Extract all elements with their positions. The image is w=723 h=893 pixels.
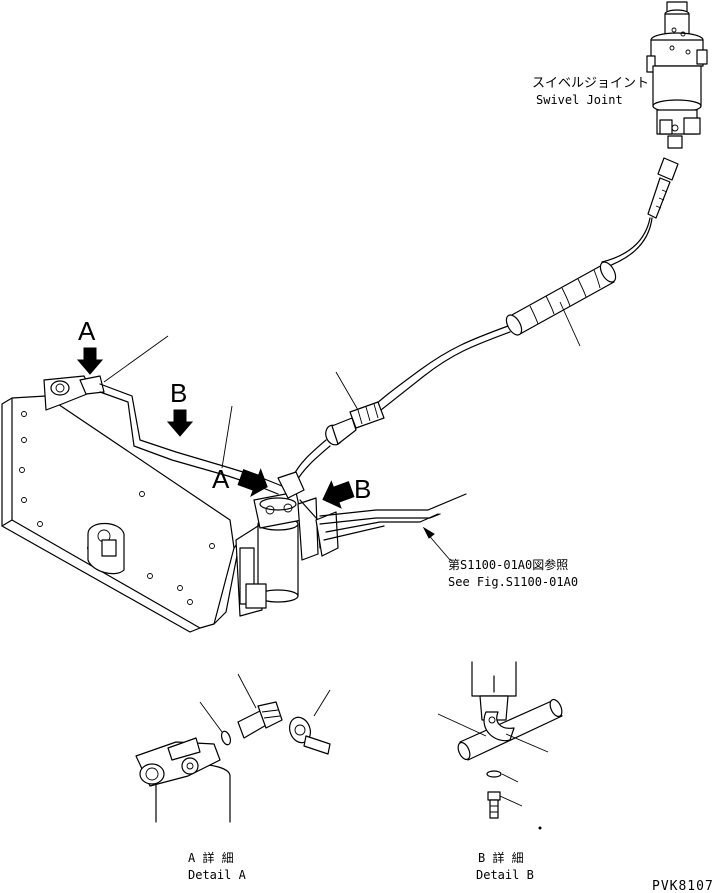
leader-pipe-a (103, 335, 169, 383)
mounting-plate (1, 395, 241, 633)
marker-b-top: B (166, 378, 194, 437)
marker-a-mid: A (212, 464, 268, 497)
see-fig-label-jp: 第S1100-01A0図参照 (448, 557, 568, 572)
marker-b-mid-label: B (354, 474, 371, 504)
swivel-joint-label-jp: スイベルジョイント (532, 76, 649, 91)
marker-a-top: A (76, 316, 104, 375)
hose-fitting-lower (325, 401, 385, 446)
marker-a-top-label: A (78, 316, 96, 346)
detail-b-title-jp: B 詳 細 (478, 850, 524, 865)
leader-pipe-b (221, 405, 233, 469)
hose-fitting-upper (647, 157, 679, 219)
part-code: PVK8107 (652, 879, 714, 893)
detail-b (437, 661, 563, 830)
side-pipe (319, 493, 467, 541)
bracket-a (43, 375, 105, 411)
detail-a (135, 673, 331, 823)
spiral-sleeve (505, 261, 617, 336)
leader-sleeve (559, 301, 581, 347)
valve-assembly (235, 471, 339, 617)
swivel-joint-label-en: Swivel Joint (536, 93, 623, 107)
see-fig-label-en: See Fig.S1100-01A0 (448, 575, 578, 589)
hose-main (603, 217, 653, 269)
marker-b-mid: B (322, 474, 371, 509)
marker-b-top-label: B (170, 378, 187, 408)
detail-a-title-jp: A 詳 細 (188, 850, 234, 865)
leader-fitting (335, 371, 359, 411)
swivel-joint (646, 1, 708, 149)
detail-b-title-en: Detail B (476, 868, 534, 882)
marker-a-mid-label: A (212, 464, 230, 494)
detail-a-title-en: Detail A (188, 868, 247, 882)
